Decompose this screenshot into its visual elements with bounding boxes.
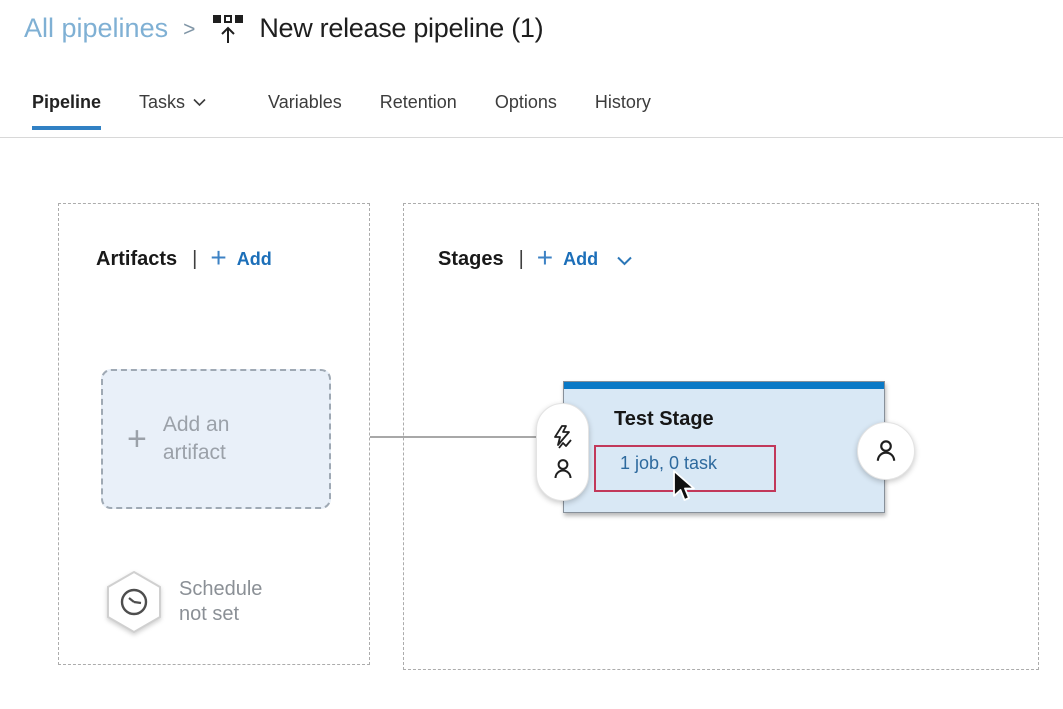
add-stage-button-label: Add <box>563 249 599 269</box>
chevron-down-icon <box>193 98 206 107</box>
lightning-icon <box>553 424 572 449</box>
plus-icon: + <box>210 242 227 273</box>
schedule-hexagon-clock-icon <box>107 570 161 634</box>
person-icon <box>554 458 571 478</box>
add-artifact-button[interactable]: + Add <box>210 242 272 273</box>
tab-pipeline[interactable]: Pipeline <box>32 92 102 130</box>
artifact-stage-connector-line <box>370 436 536 438</box>
breadcrumb: All pipelines > New release pipeline (1) <box>24 12 544 45</box>
release-pipeline-icon <box>212 12 244 45</box>
stage-card[interactable]: Test Stage 1 job, 0 task <box>563 381 885 513</box>
stage-card-accent-bar <box>564 382 884 389</box>
artifacts-panel-header: Artifacts | + Add <box>96 242 272 273</box>
tab-bar: Pipeline Tasks Variables Retention Optio… <box>32 92 651 130</box>
breadcrumb-all-pipelines[interactable]: All pipelines <box>24 13 169 43</box>
tab-options[interactable]: Options <box>495 92 557 130</box>
stage-jobs-tasks-link[interactable]: 1 job, 0 task <box>620 453 718 473</box>
tab-options-label: Options <box>494 92 557 112</box>
pre-deployment-conditions-button[interactable] <box>536 403 589 501</box>
add-artifact-button-label: Add <box>236 249 272 269</box>
tabbar-divider <box>0 137 1063 138</box>
tab-history-label: History <box>594 92 651 112</box>
tab-tasks[interactable]: Tasks <box>139 92 206 130</box>
post-deployment-conditions-button[interactable] <box>857 422 915 480</box>
plus-icon: + <box>536 242 554 273</box>
tab-variables-label: Variables <box>268 92 342 112</box>
tab-tasks-label: Tasks <box>139 92 186 112</box>
stages-header-separator: | <box>518 248 524 270</box>
stages-panel-header: Stages | + Add <box>438 242 632 273</box>
page-title: New release pipeline (1) <box>259 13 544 43</box>
stages-title: Stages <box>438 248 504 270</box>
tab-retention[interactable]: Retention <box>380 92 457 130</box>
add-stage-button[interactable]: + Add <box>536 242 632 273</box>
artifacts-title: Artifacts <box>96 248 178 270</box>
plus-icon: + <box>127 420 147 458</box>
chevron-down-icon <box>617 256 632 266</box>
person-icon <box>876 440 896 461</box>
tab-retention-label: Retention <box>379 92 457 112</box>
tab-history[interactable]: History <box>595 92 651 130</box>
tab-pipeline-label: Pipeline <box>32 92 102 112</box>
tab-variables[interactable]: Variables <box>268 92 342 130</box>
breadcrumb-separator-icon: > <box>183 17 196 41</box>
artifacts-header-separator: | <box>192 248 198 270</box>
stage-name: Test Stage <box>614 408 714 430</box>
